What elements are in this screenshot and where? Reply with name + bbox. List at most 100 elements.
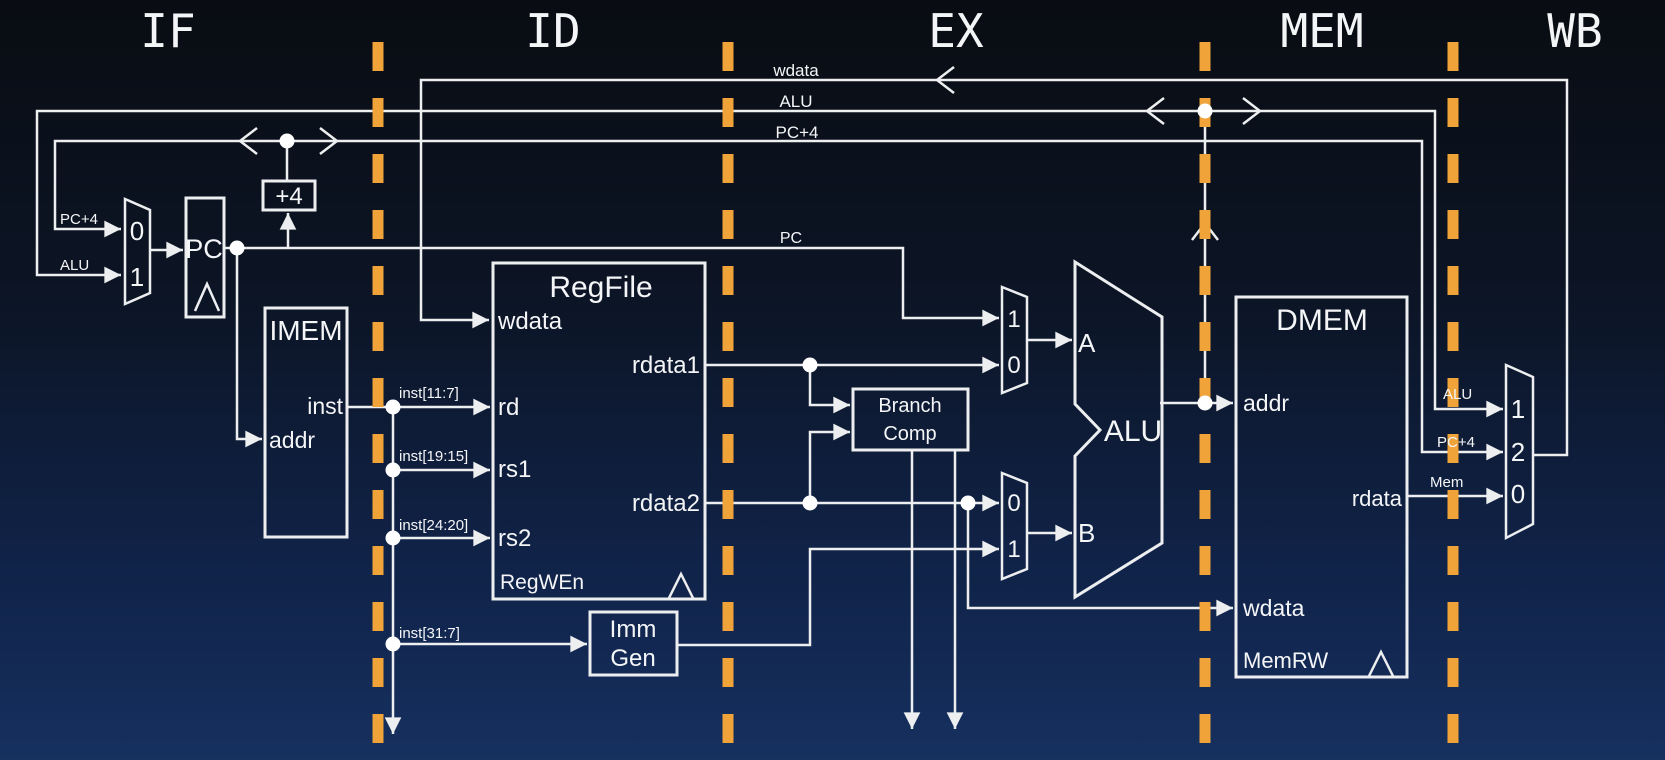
dmem-memrw-port: MemRW xyxy=(1243,648,1328,673)
alu-block xyxy=(1073,259,1164,600)
wdata-bus-label: wdata xyxy=(772,61,819,80)
imem-inst-port: inst xyxy=(307,393,343,419)
stage-label-ex: EX xyxy=(928,4,984,58)
stage-label-wb: WB xyxy=(1547,4,1602,58)
wbmux-in1: 1 xyxy=(1511,394,1525,424)
wire-rdata2-dmem-wdata xyxy=(966,503,1233,617)
junction-dot xyxy=(1197,395,1213,411)
regfile-rdata2-port: rdata2 xyxy=(632,490,700,517)
plus4-label: +4 xyxy=(275,183,302,210)
stage-label-mem: MEM xyxy=(1280,4,1363,58)
chevron-left-icon xyxy=(934,66,955,94)
pcmux-in1-wire-label: ALU xyxy=(60,257,89,274)
pc-register xyxy=(184,196,226,319)
pcmux-in0: 0 xyxy=(130,216,144,246)
junction-dot xyxy=(960,495,976,511)
wbmux-in0: 0 xyxy=(1511,479,1525,509)
dmem-block xyxy=(1234,295,1409,679)
junction-dots xyxy=(229,103,1213,652)
pc-source-mux xyxy=(123,197,152,306)
wire-pc-out xyxy=(224,246,999,327)
blocks xyxy=(123,179,1535,679)
junction-dot xyxy=(802,357,818,373)
regfile-regwen-port: RegWEn xyxy=(500,571,584,594)
mem-stage-labels: DMEM addr wdata rdata MemRW xyxy=(1242,304,1403,673)
stage-label-if: IF xyxy=(140,4,195,58)
chevron-right-icon xyxy=(1242,97,1263,125)
bmux-in0: 0 xyxy=(1007,490,1020,517)
regfile-block xyxy=(491,261,707,601)
junction-dot xyxy=(279,133,295,149)
junction-dot xyxy=(229,240,245,256)
regfile-rdata1-port: rdata1 xyxy=(632,352,700,379)
pc-register-label: PC xyxy=(185,234,223,264)
wbmux-in2: 2 xyxy=(1511,437,1525,467)
pc-wire-label: PC xyxy=(780,230,802,247)
clock-edge-icon xyxy=(193,280,221,312)
immgen-title-line1: Imm xyxy=(610,616,657,643)
wire-imem-addr-in xyxy=(235,248,262,448)
alu-b-port: B xyxy=(1078,518,1095,548)
regfile-rd-port: rd xyxy=(498,394,519,421)
pcmux-in1: 1 xyxy=(130,262,144,292)
junction-dot xyxy=(802,495,818,511)
inst-rs2-field-label: inst[24:20] xyxy=(399,517,468,534)
wire-alu-feedback-right xyxy=(1205,109,1503,418)
wbmux-alu-wire-label: ALU xyxy=(1443,386,1472,403)
wire-pc4-left xyxy=(53,139,287,238)
branch-comp-block xyxy=(851,387,970,452)
clock-edge-icon xyxy=(1367,649,1395,677)
regfile-rs2-port: rs2 xyxy=(498,525,531,552)
amux-in1: 1 xyxy=(1007,306,1020,333)
inst-rs1-field-label: inst[19:15] xyxy=(399,448,468,465)
regfile-title: RegFile xyxy=(549,271,652,304)
if-stage-labels: PC+4 ALU 0 1 PC +4 IMEM inst addr xyxy=(60,183,344,453)
chevron-left-icon xyxy=(237,127,258,155)
wire-immgen-out xyxy=(677,540,999,647)
immgen-block xyxy=(588,610,679,677)
chevron-left-icon xyxy=(1144,97,1165,125)
alu-bus-label: ALU xyxy=(779,92,812,111)
top-bus-labels: wdata ALU PC+4 xyxy=(772,61,819,142)
clock-edge-icon xyxy=(667,571,695,599)
dmem-wdata-port: wdata xyxy=(1242,595,1305,621)
junction-dot xyxy=(385,530,401,546)
wire-rdata2-branchcomp xyxy=(808,423,850,503)
alu-a-mux xyxy=(1000,285,1029,395)
alu-b-mux xyxy=(1000,471,1029,581)
wire-pc4-right xyxy=(287,139,1503,461)
imem-title: IMEM xyxy=(269,315,342,346)
branch-comp-line2: Comp xyxy=(883,423,936,445)
chevron-right-icon xyxy=(319,127,340,155)
ex-stage-labels: PC 1 0 A Branch Comp 0 1 B ALU xyxy=(780,230,1162,563)
id-stage-labels: inst[11:7] inst[19:15] inst[24:20] inst[… xyxy=(399,271,700,672)
imem-block xyxy=(263,306,349,539)
dmem-title: DMEM xyxy=(1276,304,1368,337)
wires xyxy=(35,78,1569,734)
amux-in0: 0 xyxy=(1007,352,1020,379)
inst-rd-field-label: inst[11:7] xyxy=(399,385,459,402)
dmem-addr-port: addr xyxy=(1243,390,1289,416)
stage-dividers xyxy=(372,42,1459,746)
alu-a-port: A xyxy=(1078,328,1096,358)
regfile-wdata-port: wdata xyxy=(497,308,563,335)
wbmux-pc4-wire-label: PC+4 xyxy=(1437,434,1475,451)
bmux-in1: 1 xyxy=(1007,536,1020,563)
wb-stage-labels: ALU PC+4 Mem 1 2 0 xyxy=(1430,386,1525,509)
wire-rdata1-branchcomp xyxy=(808,365,850,414)
junction-dot xyxy=(1197,103,1213,119)
pcmux-in0-wire-label: PC+4 xyxy=(60,211,98,228)
wire-alu-feedback-left xyxy=(35,109,1205,284)
writeback-mux xyxy=(1504,363,1535,541)
wbmux-mem-wire-label: Mem xyxy=(1430,474,1463,491)
stage-label-id: ID xyxy=(525,4,580,58)
imem-addr-port: addr xyxy=(269,427,315,453)
wire-wdata-writeback xyxy=(419,78,1569,457)
immgen-title-line2: Gen xyxy=(610,645,655,672)
branch-comp-line1: Branch xyxy=(878,395,941,417)
junction-dot xyxy=(385,462,401,478)
junction-dot xyxy=(385,636,401,652)
